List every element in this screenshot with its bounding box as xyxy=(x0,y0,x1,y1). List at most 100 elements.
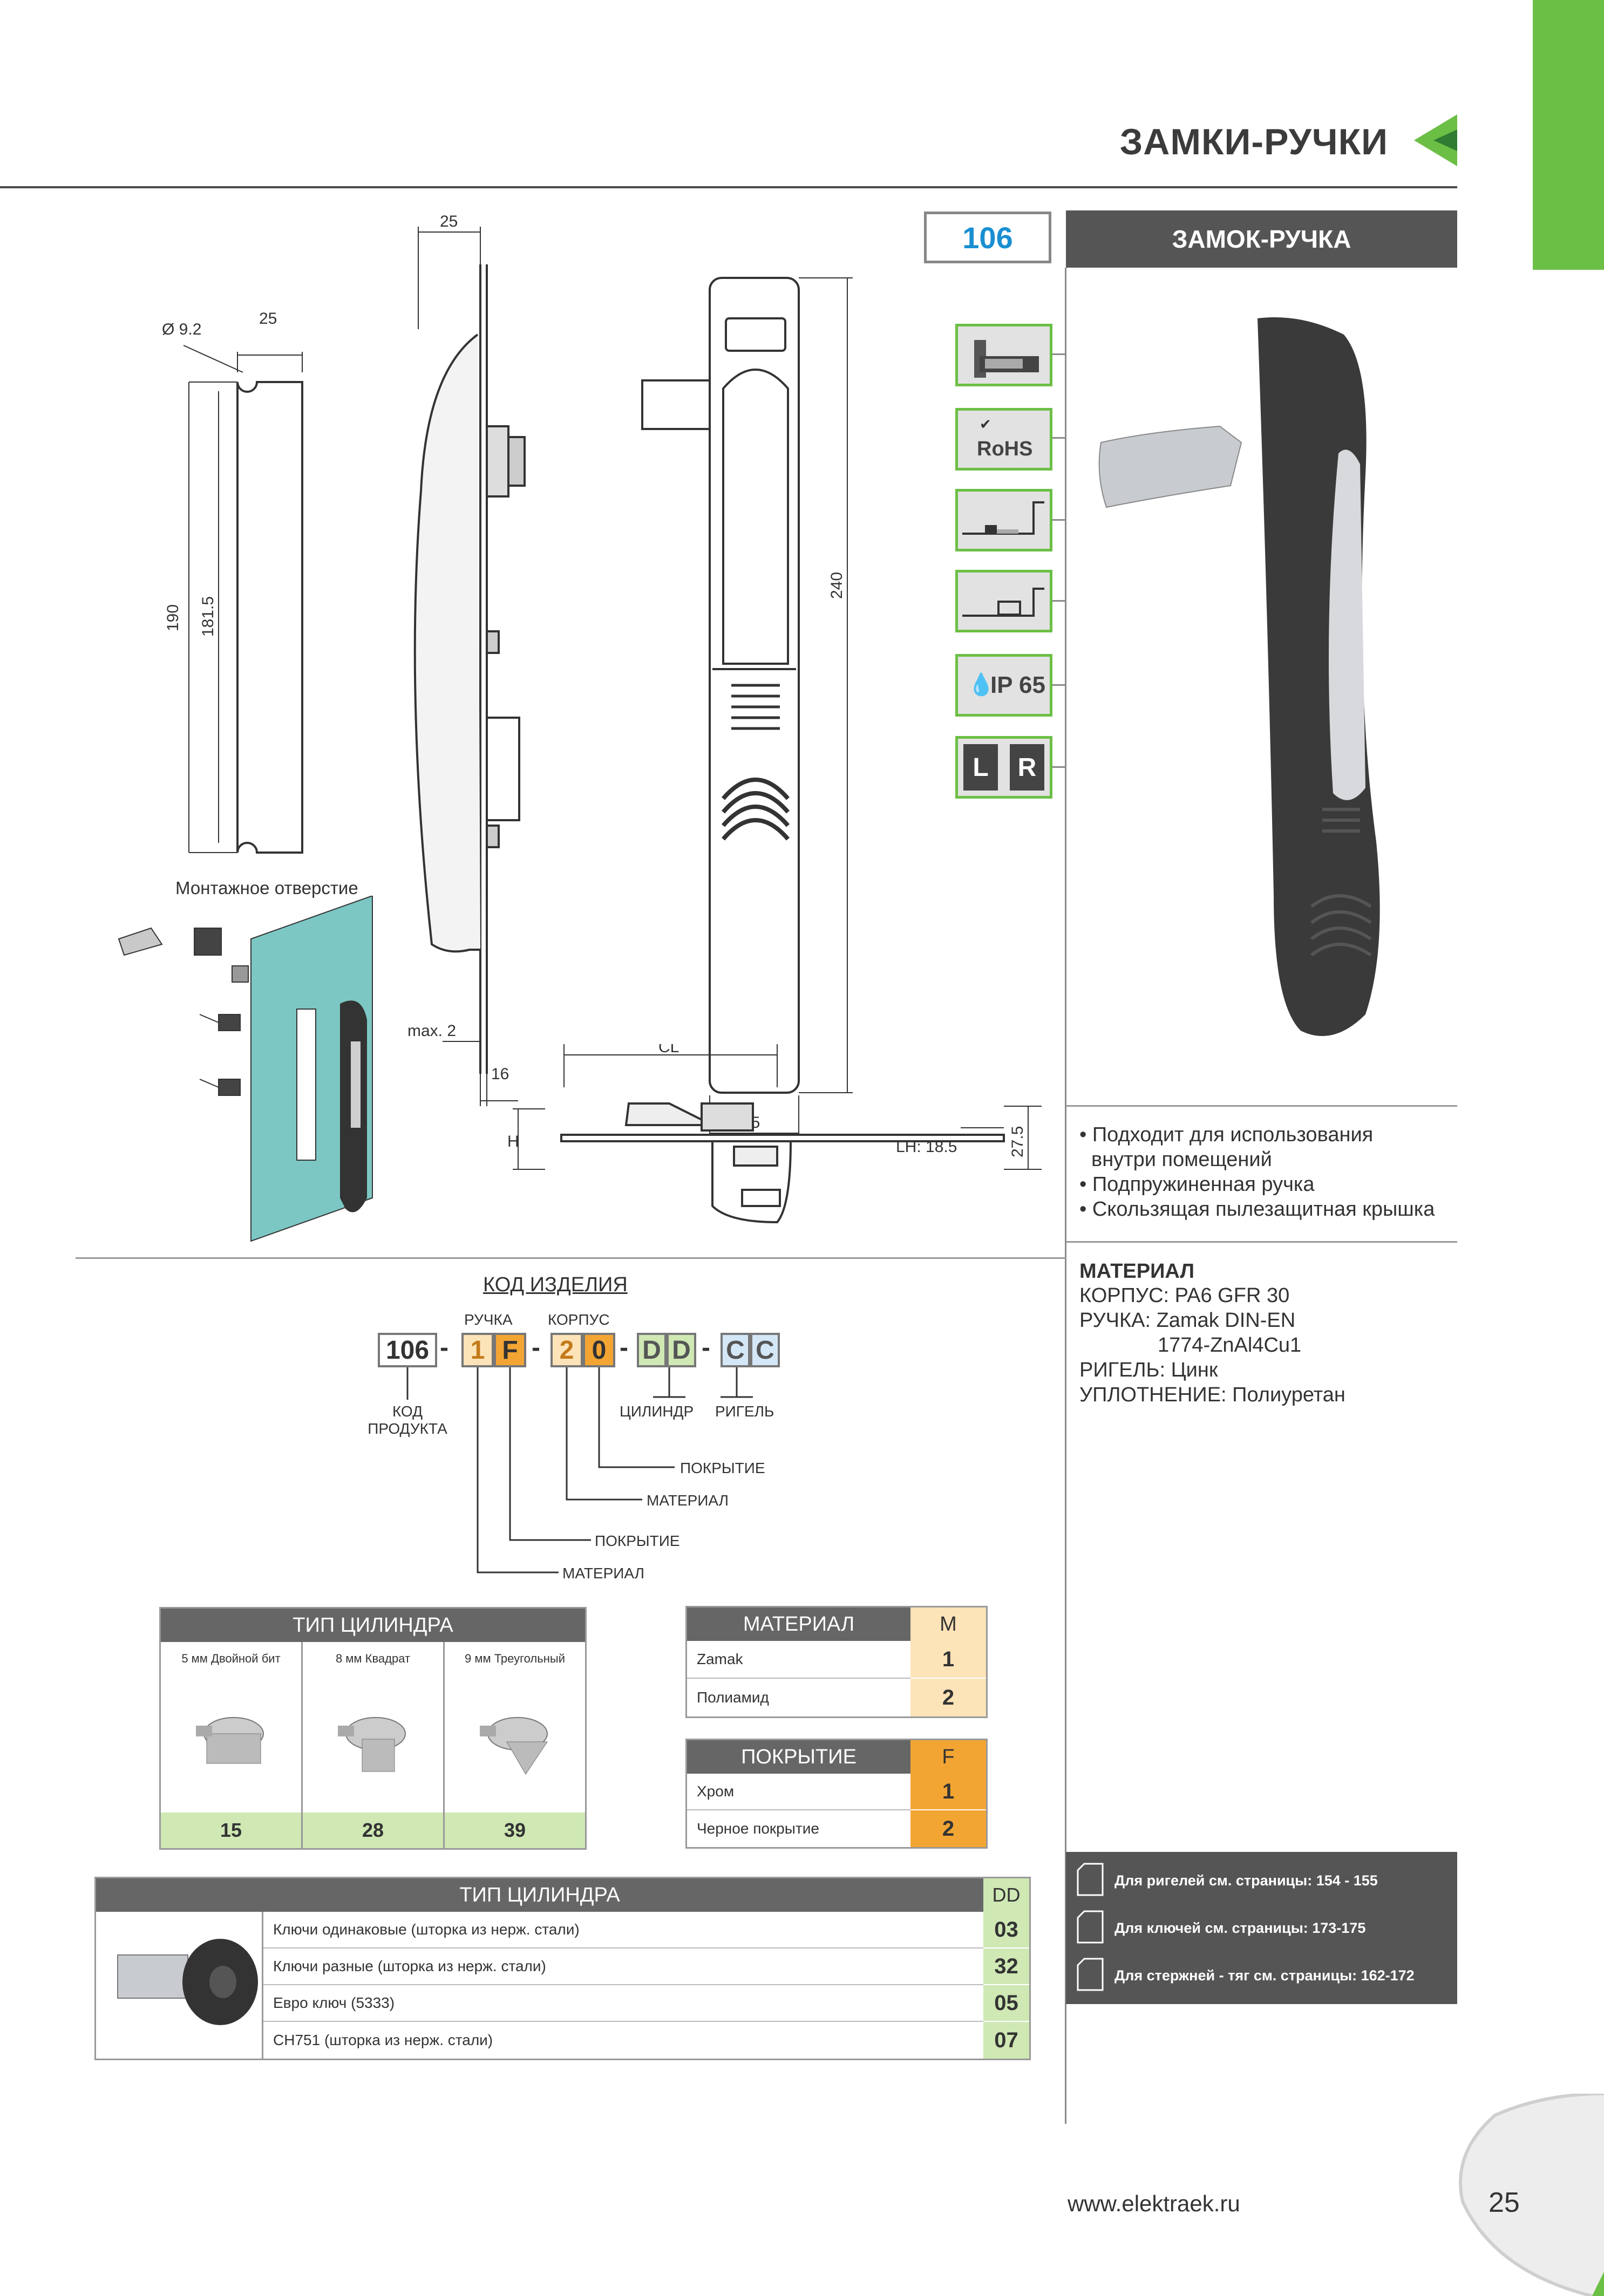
material-title: МАТЕРИАЛ xyxy=(1079,1260,1194,1283)
coating-table-key: F xyxy=(910,1740,986,1774)
cylinder-col-label: 8 мм Квадрат xyxy=(335,1652,411,1665)
footer-url[interactable]: www.elektraek.ru xyxy=(1068,2191,1240,2216)
badge-mount xyxy=(955,324,1052,386)
legend-material: МАТЕРИАЛ xyxy=(562,1565,645,1582)
code-title: КОД ИЗДЕЛИЯ xyxy=(483,1273,628,1296)
label-code: КОД xyxy=(392,1403,423,1420)
product-code: 106 xyxy=(924,212,1051,263)
label-cylinder: ЦИЛИНДР xyxy=(620,1403,694,1420)
handle-label: РУЧКА xyxy=(464,1311,513,1328)
cylinder-code: 15 xyxy=(161,1813,303,1848)
cylinder-col: 9 мм Треугольный xyxy=(445,1642,585,1813)
product-photo xyxy=(1098,317,1380,1036)
dim-25-left: 25 xyxy=(259,310,277,328)
badge-inside-mount xyxy=(955,489,1052,551)
feature-item: • Подходит для использования xyxy=(1079,1123,1374,1146)
key-row-value: 32 xyxy=(983,1948,1029,1985)
code-handle-2: F xyxy=(494,1333,526,1367)
dim-max2: max. 2 xyxy=(407,1022,456,1040)
key-row-value: 05 xyxy=(983,1985,1029,2022)
code-dash: - xyxy=(620,1333,628,1362)
body-label: КОРПУС xyxy=(548,1311,610,1328)
cylinder-code: 28 xyxy=(303,1813,445,1848)
key-table-title: ТИП ЦИЛИНДРА xyxy=(96,1878,983,1912)
coating-table: ПОКРЫТИЕ F Хром 1 Черное покрытие 2 xyxy=(685,1739,988,1849)
page-icon xyxy=(1077,1958,1104,1994)
section-drawing: CL H LH: 18.5 27.5 xyxy=(507,1044,1042,1224)
material-line: РУЧКА: Zamak DIN-EN xyxy=(1079,1309,1296,1332)
key-cylinder-image xyxy=(96,1912,263,2059)
dim-25-top: 25 xyxy=(440,213,458,230)
technical-drawing: Ø 9.2 25 25 190 181.5 240 35 max. 2 16 xyxy=(162,213,853,1139)
material-row-value: 1 xyxy=(910,1641,986,1679)
coating-table-title: ПОКРЫТИЕ xyxy=(687,1740,910,1774)
material-line: УПЛОТНЕНИЕ: Полиуретан xyxy=(1079,1384,1345,1406)
dim-240: 240 xyxy=(828,572,846,599)
key-row-label: Евро ключ (5333) xyxy=(263,1985,983,2022)
page-icon xyxy=(1077,1863,1104,1899)
code-base: 106 xyxy=(378,1333,437,1367)
cylinder-col-label: 9 мм Треугольный xyxy=(465,1652,565,1665)
code-bolt-2: C xyxy=(750,1333,780,1367)
dim-h: H xyxy=(507,1133,519,1150)
code-dash: - xyxy=(440,1333,448,1362)
key-table-key: DD xyxy=(983,1878,1029,1912)
coating-row-value: 1 xyxy=(910,1774,986,1810)
right-column-divider xyxy=(1065,268,1066,2124)
page-title: ЗАМКИ-РУЧКИ xyxy=(1119,121,1388,162)
key-row-label: CH751 (шторка из нерж. стали) xyxy=(263,2022,983,2059)
features-divider xyxy=(1066,1241,1457,1243)
material-table-key: M xyxy=(910,1607,986,1641)
key-row-value: 03 xyxy=(983,1912,1029,1948)
cylinder-type-title: ТИП ЦИЛИНДРА xyxy=(161,1609,585,1642)
dim-27-5: 27.5 xyxy=(1009,1126,1027,1157)
coating-row-label: Черное покрытие xyxy=(687,1810,910,1847)
mount-hole-label: Монтажное отверстие xyxy=(175,878,358,898)
key-row-label: Ключи разные (шторка из нерж. стали) xyxy=(263,1948,983,1985)
dim-cl: CL xyxy=(658,1044,679,1056)
reference-link[interactable]: Для стержней - тяг см. страницы: 162-172 xyxy=(1114,1967,1415,1984)
references-box: Для ригелей см. страницы: 154 - 155 Для … xyxy=(1066,1852,1457,2004)
page-number: 25 xyxy=(1489,2187,1520,2218)
material-row-value: 2 xyxy=(910,1679,986,1716)
label-product: ПРОДУКТА xyxy=(368,1420,447,1437)
cylinder-code: 39 xyxy=(504,1819,526,1841)
lr-icon: L R xyxy=(955,736,1052,799)
code-leader-lines xyxy=(406,1367,753,1573)
code-body-2: 0 xyxy=(583,1333,615,1367)
cylinder-col-label: 5 мм Двойной бит xyxy=(181,1652,281,1665)
cylinder-col: 5 мм Двойной бит xyxy=(161,1642,303,1813)
cylinder-col: 8 мм Квадрат xyxy=(303,1642,445,1813)
feature-item: • Подпружиненная ручка xyxy=(1079,1173,1315,1196)
code-dash: - xyxy=(532,1333,540,1362)
code-dash: - xyxy=(702,1333,710,1362)
code-body-1: 2 xyxy=(550,1333,583,1367)
reference-link[interactable]: Для ключей см. страницы: 173-175 xyxy=(1114,1920,1366,1936)
header-divider xyxy=(0,186,1457,188)
code-cyl-1: D xyxy=(637,1333,667,1367)
material-line: РИГЕЛЬ: Цинк xyxy=(1079,1359,1218,1381)
photo-divider xyxy=(1066,1105,1457,1107)
reference-link[interactable]: Для ригелей см. страницы: 154 - 155 xyxy=(1114,1872,1378,1889)
features-list: • Подходит для использования внутри поме… xyxy=(1079,1122,1452,1222)
legend-coating: ПОКРЫТИЕ xyxy=(680,1460,765,1476)
material-row-label: Zamak xyxy=(687,1641,910,1679)
legend-coating: ПОКРЫТИЕ xyxy=(595,1532,680,1549)
material-line: 1774-ZnAl4Cu1 xyxy=(1158,1334,1302,1357)
key-type-table: ТИП ЦИЛИНДРА DD Ключи одинаковые (шторка… xyxy=(94,1877,1031,2060)
code-bolt-1: C xyxy=(721,1333,750,1367)
feature-item: внутри помещений xyxy=(1091,1148,1272,1171)
material-line: КОРПУС: PA6 GFR 30 xyxy=(1079,1284,1290,1307)
feature-item: • Скользящая пылезащитная крышка xyxy=(1079,1198,1435,1221)
code-handle-1: 1 xyxy=(461,1333,494,1367)
key-row-value: 07 xyxy=(983,2022,1029,2059)
material-block: МАТЕРИАЛ КОРПУС: PA6 GFR 30 РУЧКА: Zamak… xyxy=(1079,1260,1345,1407)
dim-181-5: 181.5 xyxy=(199,596,217,637)
legend-material: МАТЕРИАЛ xyxy=(647,1492,729,1509)
ip65-icon: 💧 IP 65 xyxy=(955,654,1052,717)
code-cyl-2: D xyxy=(667,1333,696,1367)
material-table: МАТЕРИАЛ M Zamak 1 Полиамид 2 xyxy=(685,1606,988,1718)
dim-190: 190 xyxy=(164,604,182,631)
rohs-icon: ✔ RoHS xyxy=(955,408,1052,471)
page-icon xyxy=(1077,1910,1104,1946)
